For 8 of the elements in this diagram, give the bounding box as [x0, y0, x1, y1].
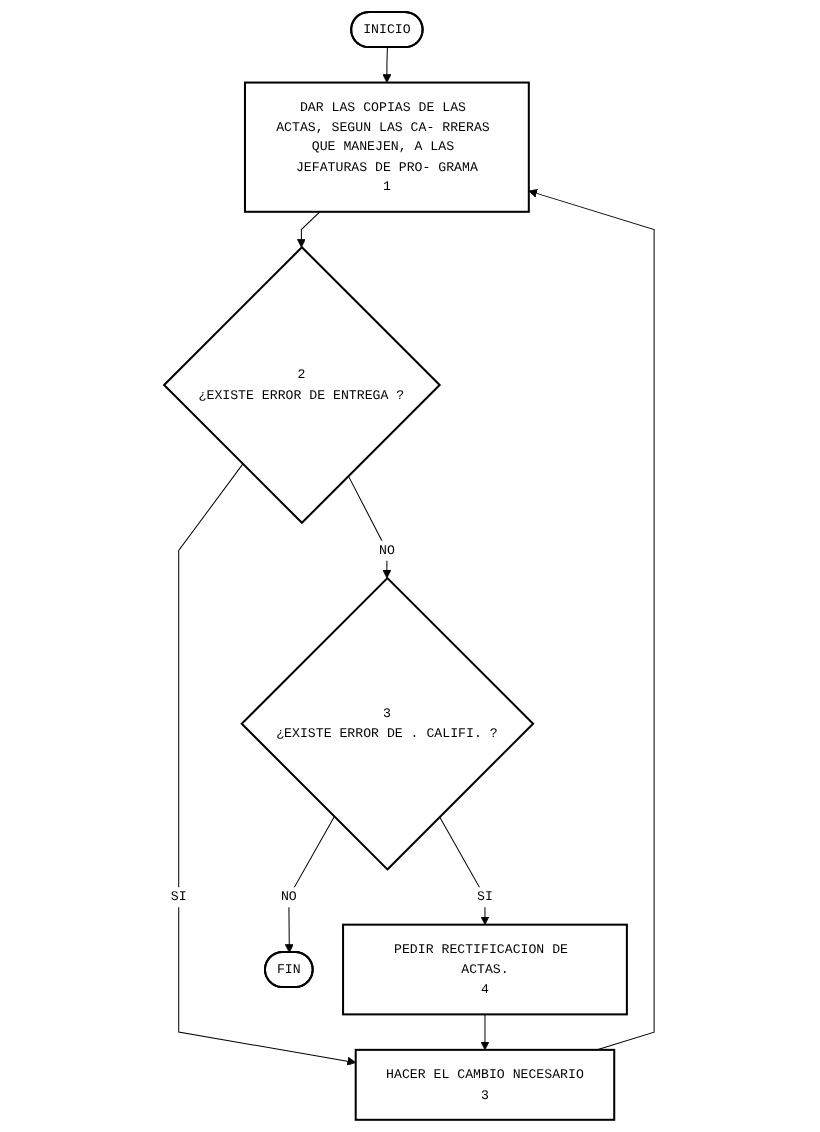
arrow — [285, 816, 336, 953]
arrow — [529, 189, 656, 1051]
arrow — [481, 1013, 491, 1051]
arrow — [439, 816, 491, 926]
arrow — [297, 211, 322, 248]
arrow — [383, 47, 393, 83]
arrow — [179, 463, 357, 1066]
arrow — [348, 475, 393, 579]
